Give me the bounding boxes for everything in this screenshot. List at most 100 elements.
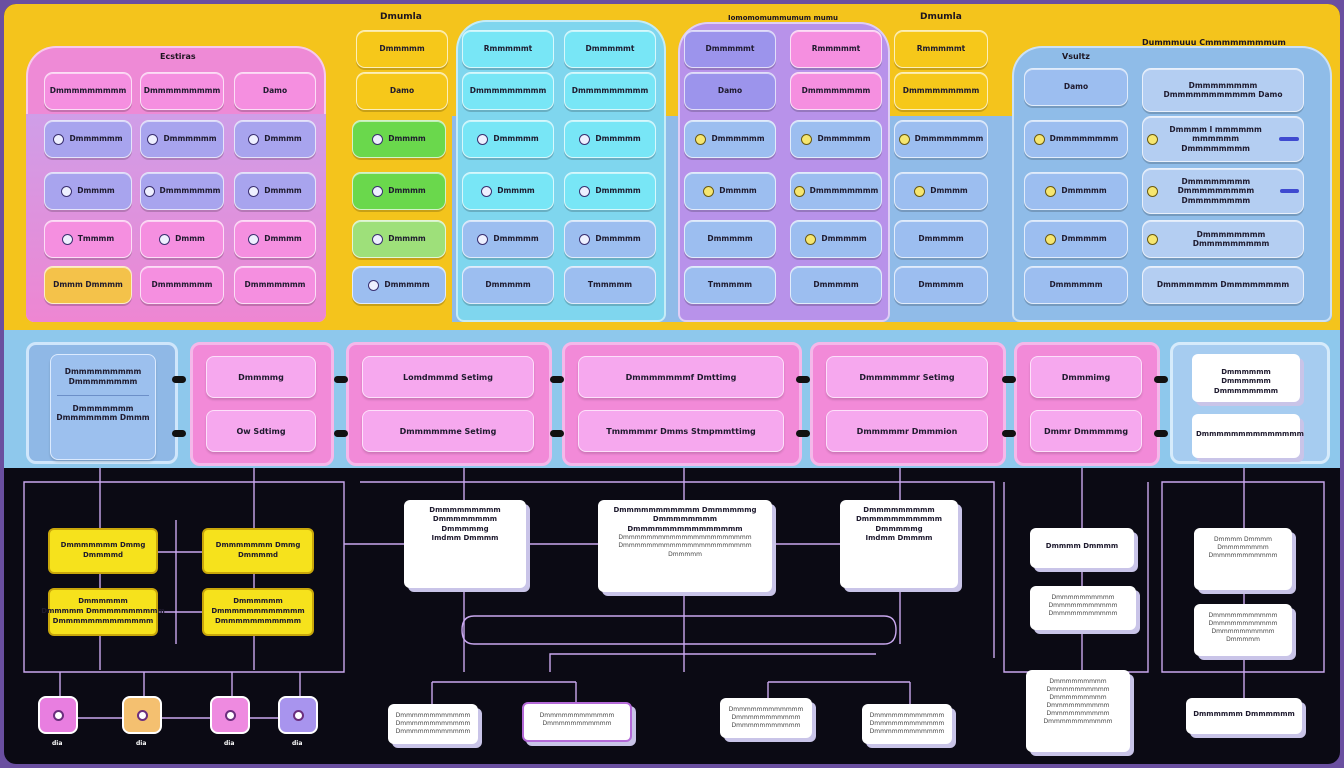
- cyan-right-chip-3[interactable]: Dmmmmm: [564, 172, 656, 210]
- mid-chip-bottom-0[interactable]: Ow Sdtimg: [206, 410, 316, 452]
- pink-chip-2-1[interactable]: Dmmmmmmm: [140, 172, 224, 210]
- card-line: Dmmmmmmmmmmm: [1208, 612, 1278, 619]
- blue-left-chip-4[interactable]: Dmmmmmm: [1024, 266, 1128, 304]
- pink-chip-4-1[interactable]: Dmmmmmmm: [140, 266, 224, 304]
- mid-chip-bottom-3[interactable]: Dmmmmmr Dmmmion: [826, 410, 988, 452]
- cyan-left-chip-0[interactable]: Rmmmmmt: [462, 30, 554, 68]
- cyan-left-chip-5[interactable]: Dmmmmm: [462, 266, 554, 304]
- node-3[interactable]: [278, 696, 318, 734]
- purple-right-chip-0[interactable]: Rmmmmmt: [790, 30, 882, 68]
- pink-chip-2-2[interactable]: Dmmmm: [234, 172, 316, 210]
- blue-left-chip-1[interactable]: Dmmmmmmmm: [1024, 120, 1128, 158]
- blue-left-chip-2[interactable]: Dmmmmm: [1024, 172, 1128, 210]
- mid-chip-top-1[interactable]: Lomdmmmd Setimg: [362, 356, 534, 398]
- cyan-right-chip-1[interactable]: Dmmmmmmmmm: [564, 72, 656, 110]
- pink-chip-0-0[interactable]: Dmmmmmmmmm: [44, 72, 132, 110]
- yellow-right-chip-3[interactable]: Dmmmm: [894, 172, 988, 210]
- yellow-right-chip-2[interactable]: Dmmmmmmmm: [894, 120, 988, 158]
- mid-chip-bottom-2[interactable]: Tmmmmmr Dmms Stmpmmttimg: [578, 410, 784, 452]
- cyan-right-chip-4[interactable]: Dmmmmm: [564, 220, 656, 258]
- circle-icon: [801, 133, 813, 145]
- yellow-chip-1[interactable]: Damo: [356, 72, 448, 110]
- green-chip-1[interactable]: Dmmmm: [352, 172, 446, 210]
- yellow-right-chip-1[interactable]: Dmmmmmmmmm: [894, 72, 988, 110]
- cyan-right-chip-5[interactable]: Tmmmmm: [564, 266, 656, 304]
- card-line: Dmmmmmmmmmmm: [1208, 552, 1278, 560]
- blue-right-chip-2[interactable]: Dmmmmmmmm Dmmmmmmmmm Dmmmmmmmm: [1142, 168, 1304, 214]
- chip-label: Dmmmm: [930, 186, 968, 196]
- purple-left-chip-4[interactable]: Dmmmmm: [684, 220, 776, 258]
- pink-chip-4-2[interactable]: Dmmmmmmm: [234, 266, 316, 304]
- pink-chip-3-2[interactable]: Dmmmm: [234, 220, 316, 258]
- purple-left-chip-1[interactable]: Damo: [684, 72, 776, 110]
- node-label-3: dia: [292, 740, 303, 747]
- pink-chip-3-1[interactable]: Dmmm: [140, 220, 224, 258]
- pink-chip-4-0[interactable]: Dmmm Dmmmm: [44, 266, 132, 304]
- purple-left-chip-3[interactable]: Dmmmm: [684, 172, 776, 210]
- purple-left-chip-0[interactable]: Dmmmmmt: [684, 30, 776, 68]
- blue-right-chip-1[interactable]: Dmmmm I mmmmmm mmmmmm Dmmmmmmmm: [1142, 116, 1304, 162]
- purple-right-chip-1[interactable]: Dmmmmmmmm: [790, 72, 882, 110]
- purple-right-chip-5[interactable]: Dmmmmm: [790, 266, 882, 304]
- yellow-right-chip-5[interactable]: Dmmmmm: [894, 266, 988, 304]
- cyan-right-chip-0[interactable]: Dmmmmmt: [564, 30, 656, 68]
- right-col-card-0[interactable]: Dmmmm Dmmmm: [1030, 528, 1134, 568]
- cyan-right-chip-2[interactable]: Dmmmmm: [564, 120, 656, 158]
- mid-left-text-2: Dmmmmmmm Dmmmmmmm Dmmm: [56, 403, 150, 423]
- blue-right-chip-0[interactable]: Dmmmmmmmm Dmmmmmmmmmmm Damo: [1142, 68, 1304, 112]
- pink-chip-1-1[interactable]: Dmmmmmm: [140, 120, 224, 158]
- yellow-chip-0[interactable]: Dmmmmm: [356, 30, 448, 68]
- mid-chip-top-3[interactable]: Dmmmmmmr Setimg: [826, 356, 988, 398]
- blue-right-chip-4[interactable]: Dmmmmmmm Dmmmmmmmm: [1142, 266, 1304, 304]
- pink-chip-1-0[interactable]: Dmmmmmm: [44, 120, 132, 158]
- cyan-left-chip-4[interactable]: Dmmmmm: [462, 220, 554, 258]
- green-chip-3[interactable]: Dmmmmm: [352, 266, 446, 304]
- mid-chip-top-4[interactable]: Dmmmimg: [1030, 356, 1142, 398]
- cyan-left-chip-2[interactable]: Dmmmmm: [462, 120, 554, 158]
- green-chip-2[interactable]: Dmmmm: [352, 220, 446, 258]
- pink-chip-1-2[interactable]: Dmmmm: [234, 120, 316, 158]
- pink-chip-2-0[interactable]: Dmmmm: [44, 172, 132, 210]
- node-0[interactable]: [38, 696, 78, 734]
- mid-chip-top-0[interactable]: Dmmmmg: [206, 356, 316, 398]
- purple-left-chip-5[interactable]: Tmmmmm: [684, 266, 776, 304]
- pink-chip-0-1[interactable]: Dmmmmmmmmm: [140, 72, 224, 110]
- mid-chip-bottom-4[interactable]: Dmmr Dmmmmmg: [1030, 410, 1142, 452]
- node-2[interactable]: [210, 696, 250, 734]
- yellow-right-chip-0[interactable]: Rmmmmmt: [894, 30, 988, 68]
- blue-right-chip-3[interactable]: Dmmmmmmmm Dmmmmmmmmm: [1142, 220, 1304, 258]
- mid-chip-top-2[interactable]: Dmmmmmmmf Dmttimg: [578, 356, 784, 398]
- cyan-left-chip-1[interactable]: Dmmmmmmmmm: [462, 72, 554, 110]
- chip-label: Dmmmmmmmm: [809, 186, 879, 196]
- blue-left-chip-0[interactable]: Damo: [1024, 68, 1128, 106]
- far-right-card-2[interactable]: Dmmmmmm Dmmmmmm: [1186, 698, 1302, 734]
- cyan-left-chip-3[interactable]: Dmmmm: [462, 172, 554, 210]
- mid-chip-bottom-1[interactable]: Dmmmmmme Setimg: [362, 410, 534, 452]
- pink-chip-3-0[interactable]: Tmmmm: [44, 220, 132, 258]
- purple-right-chip-3[interactable]: Dmmmmmmmm: [790, 172, 882, 210]
- green-chip-0[interactable]: Dmmmm: [352, 120, 446, 158]
- purple-right-chip-4[interactable]: Dmmmmm: [790, 220, 882, 258]
- blue-left-chip-3[interactable]: Dmmmmm: [1024, 220, 1128, 258]
- yellow-right-chip-4[interactable]: Dmmmmm: [894, 220, 988, 258]
- node-1[interactable]: [122, 696, 162, 734]
- purple-right-chip-2[interactable]: Dmmmmmm: [790, 120, 882, 158]
- circle-icon: [61, 233, 73, 245]
- pink-chip-0-2[interactable]: Damo: [234, 72, 316, 110]
- purple-left-chip-2[interactable]: Dmmmmmm: [684, 120, 776, 158]
